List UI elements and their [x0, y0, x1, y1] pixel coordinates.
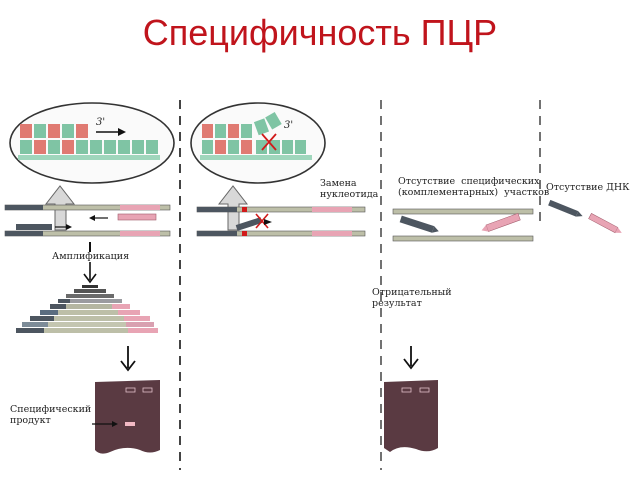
primer-site-1b [120, 205, 160, 210]
three-prime-label-2: 3' [284, 120, 293, 131]
nucleotide-pairs-1 [18, 124, 160, 160]
no-specific-regions-label: Отсутствие специфических (комплементарны… [398, 176, 550, 198]
page-title: Специфичность ПЦР [142, 12, 498, 53]
three-prime-label-1: 3' [96, 117, 105, 128]
amplification-label: Амплификация [52, 251, 130, 262]
free-primer-dark-3 [399, 215, 439, 233]
panel-no-dna [548, 199, 622, 234]
panel-specific: 3' [4, 102, 175, 454]
specific-product-label: Специфический продукт [10, 404, 92, 426]
negative-result-label: Отрицательный результат [372, 287, 452, 309]
template-strand-bottom-3 [392, 235, 534, 242]
free-primer-pink-4 [588, 213, 622, 234]
mismatch-cross-2d [255, 213, 269, 229]
amplification-pyramid [16, 285, 158, 333]
primer-site-1c [5, 231, 43, 236]
primer-pink-1 [117, 213, 157, 221]
panel-nucleotide-substitution: 3' [190, 102, 366, 237]
gel-specific [95, 380, 160, 454]
template-strand-top-3 [392, 208, 534, 215]
primer-dark-2 [235, 217, 263, 231]
mismatch-cross-2b [261, 133, 277, 151]
gel-negative [384, 380, 438, 452]
primer-dark-1 [16, 224, 52, 230]
gel-band-specific [125, 422, 135, 426]
no-dna-label: Отсутствие ДНК [546, 182, 630, 193]
panel-no-complementary [384, 208, 534, 452]
free-primer-dark-4 [548, 199, 583, 217]
primer-site-1a [5, 205, 43, 210]
primer-site-1d [120, 231, 160, 236]
nucleotide-substitution-label: Замена нуклеотида [320, 178, 379, 200]
free-primer-pink-3 [481, 213, 521, 232]
